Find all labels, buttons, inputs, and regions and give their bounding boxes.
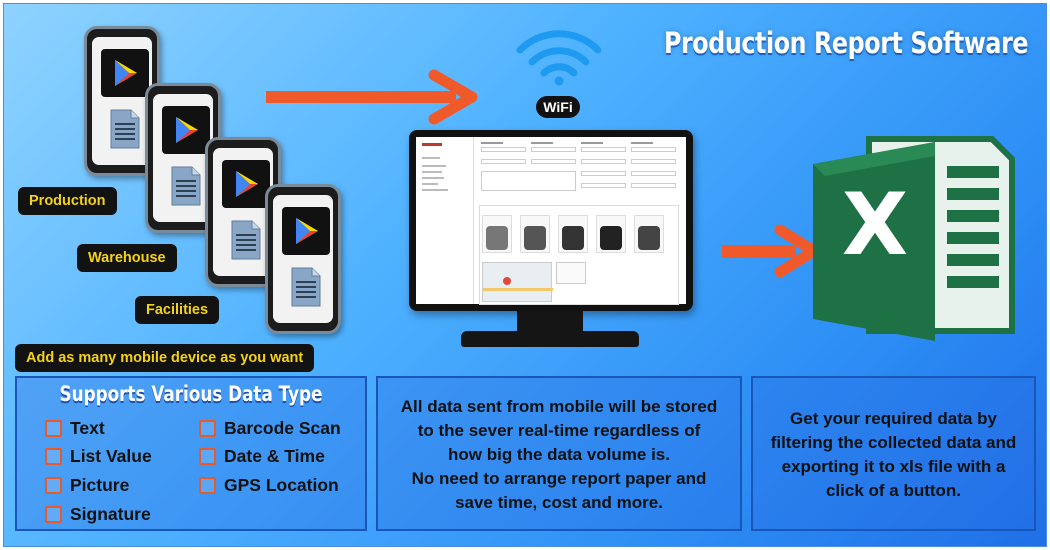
infographic-canvas: Production Report Software [3,3,1047,547]
wifi-icon [516,30,602,86]
data-type-date-time: Date & Time [199,446,325,467]
data-type-picture: Picture [45,475,129,496]
google-play-icon [101,49,149,97]
label-add-devices: Add as many mobile device as you want [15,344,315,372]
data-types-panel: Supports Various Data Type Text List Val… [15,376,367,531]
google-play-icon [162,106,210,154]
google-play-icon [282,207,330,255]
label-production: Production [18,187,117,215]
data-types-heading: Supports Various Data Type [59,382,323,406]
document-icon [291,267,321,312]
document-icon [231,220,261,265]
page-title: Production Report Software [663,26,1029,60]
checkbox-icon [199,448,216,465]
checkbox-icon [45,420,62,437]
excel-letter: X [841,175,909,275]
arrow-right-icon [266,69,478,125]
document-icon [110,109,140,154]
checkbox-icon [45,477,62,494]
phone-4 [265,184,341,334]
monitor-base [461,331,639,347]
phone-1 [84,26,160,176]
checkbox-icon [199,477,216,494]
monitor-stand [517,311,583,333]
document-icon [171,166,201,211]
data-type-barcode-scan: Barcode Scan [199,418,341,439]
checkbox-icon [45,506,62,523]
google-play-icon [222,160,270,208]
label-warehouse: Warehouse [77,244,177,272]
storage-panel: All data sent from mobile will be stored… [376,376,742,531]
data-type-signature: Signature [45,504,151,525]
checkbox-icon [45,448,62,465]
export-text: Get your required data by filtering the … [770,409,1017,500]
export-panel: Get your required data by filtering the … [751,376,1036,531]
data-type-gps-location: GPS Location [199,475,339,496]
data-type-text: Text [45,418,105,439]
monitor [409,130,693,311]
label-facilities: Facilities [135,296,220,324]
storage-text: All data sent from mobile will be stored… [400,397,718,512]
checkbox-icon [199,420,216,437]
data-type-list-value: List Value [45,446,152,467]
monitor-screen [416,137,686,305]
excel-icon [813,136,1015,341]
wifi-badge: WiFi [536,96,580,118]
